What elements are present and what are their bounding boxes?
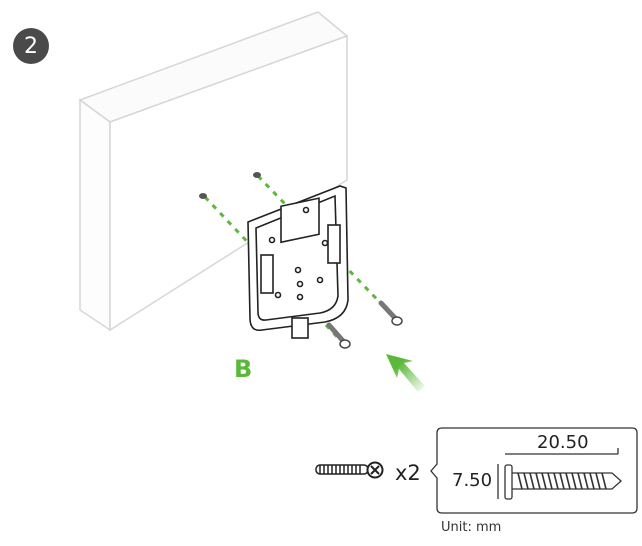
- screw-side-icon: [315, 461, 384, 479]
- callout-label-b: B: [234, 355, 253, 383]
- screw-head-diameter: 7.50: [452, 470, 493, 491]
- screw-icon: [326, 322, 351, 349]
- screw-quantity: x2: [395, 461, 421, 485]
- mounting-bracket-icon: [247, 185, 349, 339]
- green-arrow-icon: [386, 354, 425, 392]
- wall-box-icon: [78, 11, 349, 332]
- wall-hole-icon: [253, 172, 261, 178]
- screw-icon: [378, 300, 403, 326]
- wall-hole-icon: [199, 193, 207, 199]
- step-number-badge: 2: [13, 28, 49, 64]
- unit-label: Unit: mm: [441, 520, 502, 535]
- screw-spec-callout: [430, 427, 638, 514]
- screw-length: 20.50: [537, 432, 589, 453]
- step-number: 2: [24, 33, 38, 59]
